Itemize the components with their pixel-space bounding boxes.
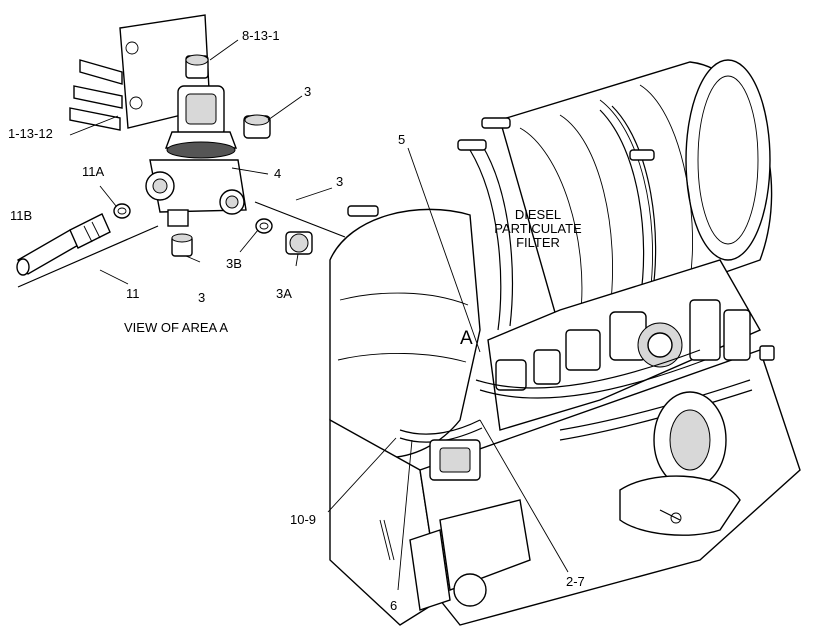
group-line-3 <box>254 201 346 238</box>
area-a-marker: A <box>460 328 473 349</box>
callout-3b: 3B <box>226 256 242 271</box>
filter-label-line-1: DIESEL <box>515 207 561 222</box>
group-line-11 <box>17 225 159 288</box>
callout-8-13-1: 8-13-1 <box>242 28 280 43</box>
callout-10-9: 10-9 <box>290 512 316 527</box>
leader-lines <box>69 39 569 591</box>
sensor-cluster <box>495 299 751 391</box>
callout-3-mid: 3 <box>336 174 343 189</box>
studs <box>347 117 655 217</box>
tube-upper <box>79 59 123 85</box>
callout-5: 5 <box>398 132 405 147</box>
pump-housing <box>439 499 531 591</box>
tube-lower <box>69 107 121 131</box>
filter-label-line-3: FILTER <box>516 235 560 250</box>
callout-1-13-12: 1-13-12 <box>8 126 53 141</box>
detail-view-area-a <box>16 14 346 288</box>
housing-left <box>329 208 481 459</box>
tube-2 <box>559 379 751 431</box>
hose-11b <box>16 213 111 276</box>
fitting-3-upper <box>243 114 271 139</box>
callout-3-top: 3 <box>304 84 311 99</box>
callout-11b: 11B <box>10 208 32 223</box>
hose-10-9 <box>399 419 481 435</box>
plug-3-lower <box>171 233 193 257</box>
callout-11a: 11A <box>82 164 104 179</box>
o-ring-3b <box>255 218 273 234</box>
pressure-sensor <box>164 85 238 159</box>
bolt-8-13-1 <box>185 54 209 79</box>
engine-assembly <box>329 59 801 626</box>
callout-2-7: 2-7 <box>566 574 585 589</box>
band-clamp-left <box>469 149 502 331</box>
band-clamp-right <box>599 109 645 301</box>
callout-3a: 3A <box>276 286 292 301</box>
plug-3a <box>285 231 313 255</box>
callout-3-bottom: 3 <box>198 290 205 305</box>
callout-4: 4 <box>274 166 281 181</box>
o-ring-11a <box>113 203 131 219</box>
view-of-area-a-caption: VIEW OF AREA A <box>124 320 228 335</box>
tube-middle <box>73 85 123 109</box>
tee-fitting <box>145 159 247 227</box>
callout-11: 11 <box>126 286 140 301</box>
callout-labels: 8-13-1 3 1-13-12 4 11A 3 11B 3B 3A 11 3 … <box>8 28 585 613</box>
callout-6: 6 <box>390 598 397 613</box>
tube-1 <box>475 349 701 389</box>
filter-label-line-2: PARTICULATE <box>494 221 582 236</box>
